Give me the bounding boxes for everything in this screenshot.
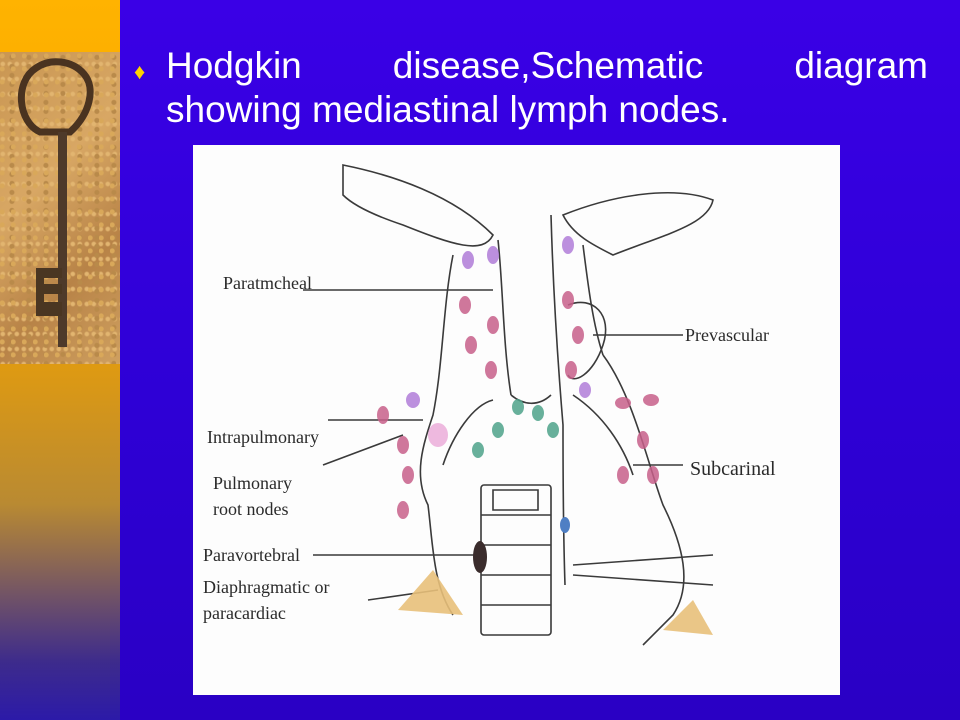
key-photo [0, 52, 120, 364]
mediastinal-diagram: Paratmcheal Prevascular Intrapulmonary S… [193, 145, 840, 695]
label-paratracheal: Paratmcheal [223, 273, 312, 293]
title-line-2: showing mediastinal lymph nodes. [166, 89, 730, 130]
slide-title: ♦ Hodgkin disease,Schematic diagram show… [134, 44, 928, 132]
diagram-drawing [303, 164, 714, 646]
title-word-3: diagram [794, 45, 928, 86]
label-intrapulmonary: Intrapulmonary [207, 427, 319, 447]
label-pulmonary-root-line1: Pulmonary [213, 473, 292, 493]
bullet-diamond-icon: ♦ [134, 59, 146, 84]
title-word-1: Hodgkin [166, 45, 302, 86]
label-subcarinal: Subcarinal [690, 458, 776, 480]
key-icon [18, 58, 94, 347]
label-pulmonary-root-line2: root nodes [213, 499, 289, 519]
label-paravertebral: Paravortebral [203, 545, 300, 565]
label-prevascular: Prevascular [685, 325, 769, 345]
title-line-1: Hodgkin disease,Schematic diagram [142, 44, 928, 88]
label-diaphragmatic-line1: Diaphragmatic or [203, 577, 330, 597]
title-word-2: disease,Schematic [392, 45, 704, 86]
label-diaphragmatic-line2: paracardiac [203, 603, 286, 623]
